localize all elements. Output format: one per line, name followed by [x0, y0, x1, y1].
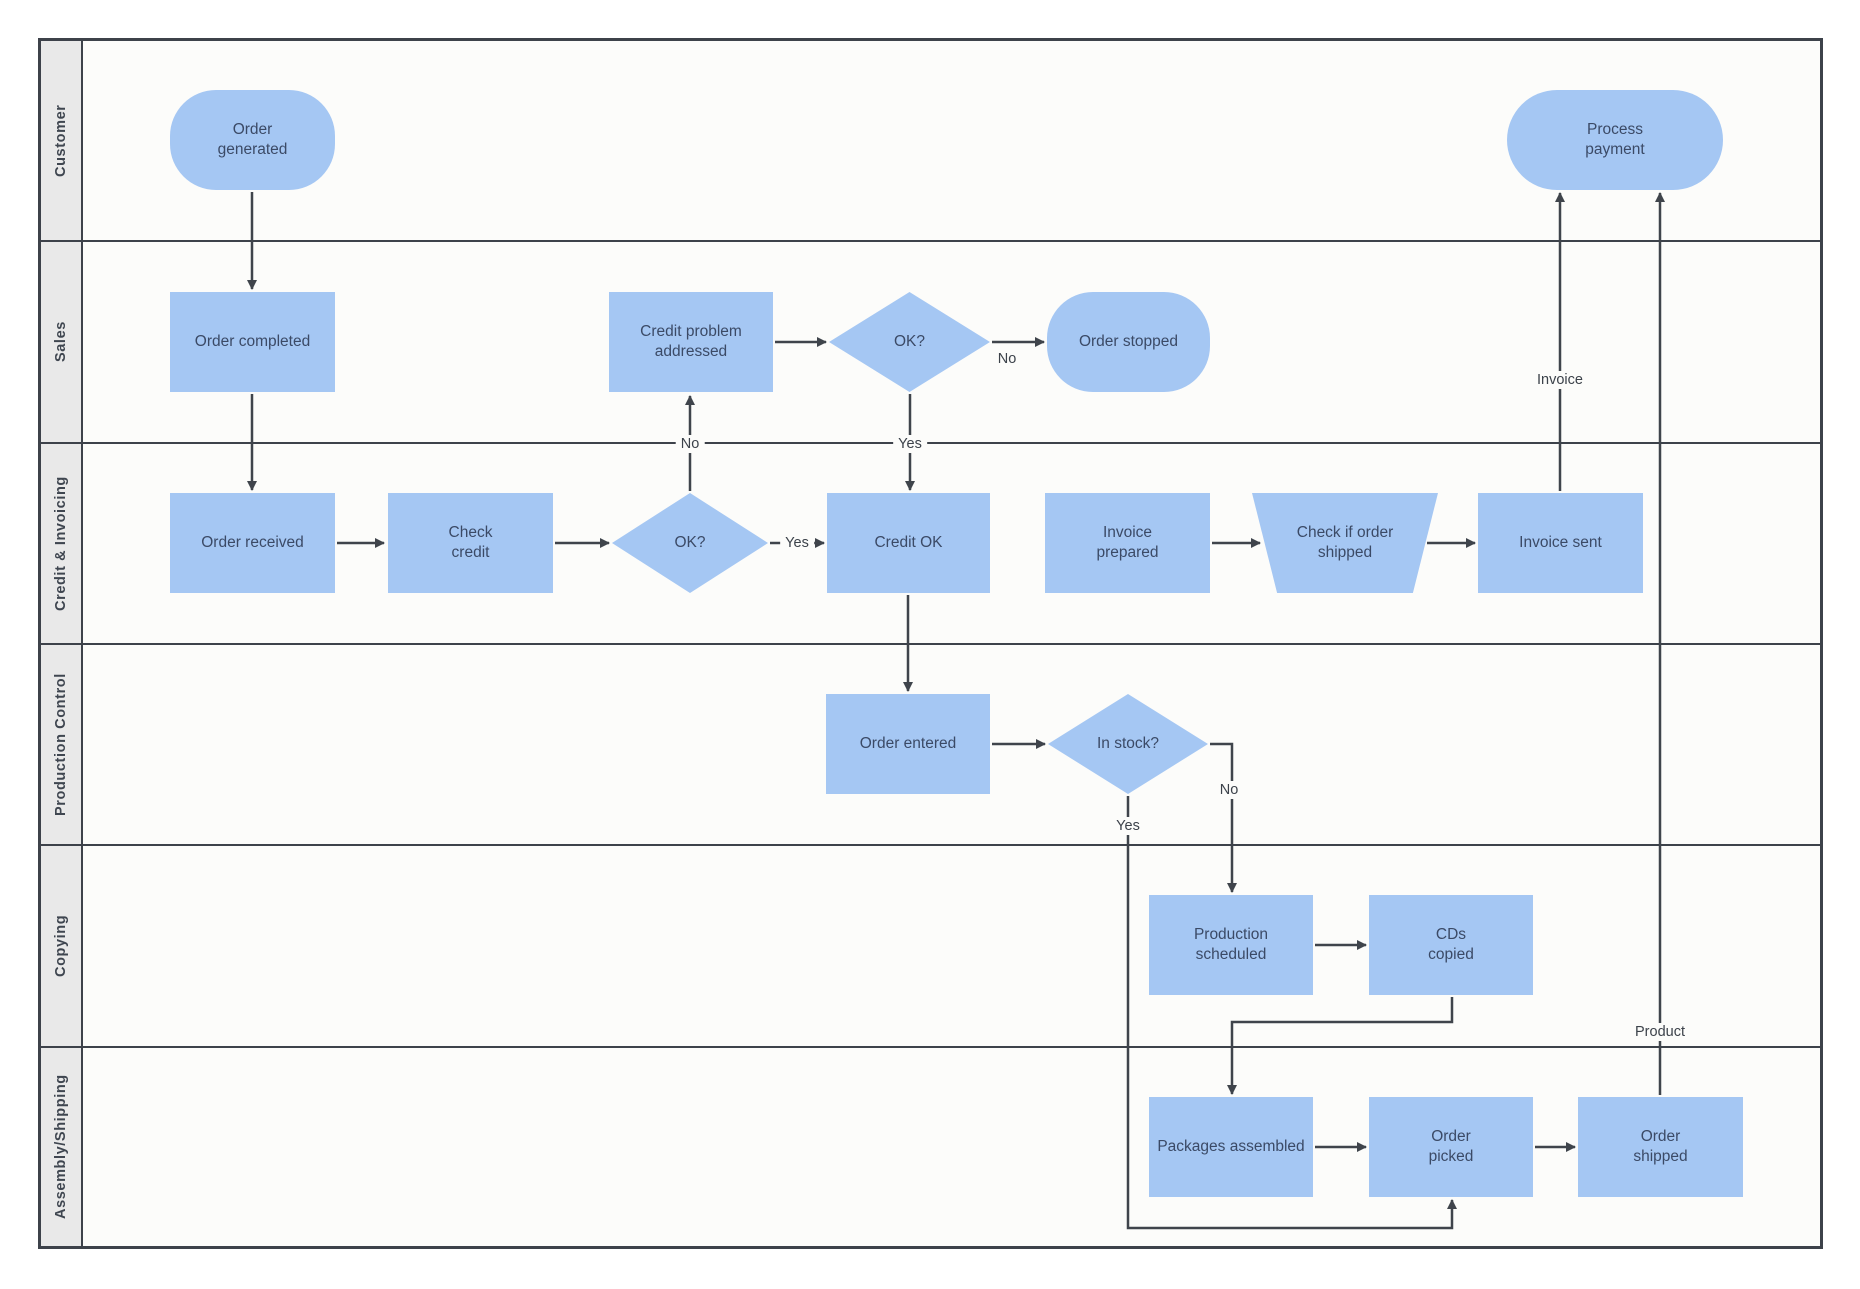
node-cds-copied: CDs copied: [1369, 895, 1533, 995]
node-invoice-prepared: Invoice prepared: [1045, 493, 1210, 593]
node-label: Production scheduled: [1193, 925, 1269, 963]
node-order-stopped: Order stopped: [1047, 292, 1210, 392]
node-label: Credit OK: [874, 533, 943, 551]
node-production-scheduled: Production scheduled: [1149, 895, 1313, 995]
edge-instock-yes-to-orderpicked: [1126, 796, 1457, 1230]
edge-label-yes: Yes: [893, 435, 927, 453]
node-label: Process payment: [1585, 120, 1645, 158]
node-label: Order picked: [1428, 1127, 1474, 1165]
node-credit-problem-addressed: Credit problem addressed: [609, 292, 773, 392]
node-label: Packages assembled: [1157, 1137, 1305, 1155]
lane-label-copying: Copying: [53, 914, 69, 978]
node-label: Order stopped: [1078, 332, 1179, 350]
node-order-completed: Order completed: [170, 292, 335, 392]
lane-label-production-control: Production Control: [53, 673, 69, 816]
node-label: Check credit: [448, 523, 493, 561]
node-ok-decision-credit-label: OK?: [612, 493, 768, 593]
node-label: OK?: [893, 333, 925, 350]
node-check-credit: Check credit: [388, 493, 553, 593]
lane-label-customer: Customer: [53, 104, 69, 177]
node-label: OK?: [674, 534, 706, 551]
node-label: Order received: [201, 533, 304, 551]
edge-label-invoice: Invoice: [1532, 371, 1588, 389]
node-order-entered: Order entered: [826, 694, 990, 794]
node-label: Credit problem addressed: [640, 322, 742, 360]
lane-label-credit-invoicing: Credit & Invoicing: [53, 476, 69, 611]
node-label: Invoice prepared: [1096, 523, 1159, 561]
node-label: Order entered: [859, 734, 957, 752]
edge-label-no: No: [675, 435, 705, 453]
node-process-payment: Process payment: [1507, 90, 1723, 190]
node-label: CDs copied: [1428, 925, 1474, 963]
node-packages-assembled: Packages assembled: [1149, 1097, 1313, 1197]
edge-cdscopied-to-packages: [1227, 997, 1454, 1095]
node-ok-decision-sales-label: OK?: [829, 292, 990, 392]
node-check-if-order-shipped: Check if order shipped: [1252, 493, 1438, 593]
edge-label-no: No: [1214, 781, 1244, 799]
node-order-picked: Order picked: [1369, 1097, 1533, 1197]
edge-label-yes: Yes: [1111, 817, 1145, 835]
node-label: Order shipped: [1633, 1127, 1688, 1165]
edge-label-yes: Yes: [780, 534, 814, 552]
node-label: Order completed: [194, 332, 311, 350]
lane-label-assembly-shipping: Assembly/Shipping: [53, 1074, 69, 1220]
node-order-generated: Order generated: [170, 90, 335, 190]
node-label: In stock?: [1096, 735, 1160, 752]
edge-label-product: Product: [1630, 1023, 1690, 1041]
node-order-shipped: Order shipped: [1578, 1097, 1743, 1197]
lane-label-sales: Sales: [53, 321, 69, 363]
node-credit-ok: Credit OK: [827, 493, 990, 593]
node-in-stock-decision-label: In stock?: [1048, 694, 1208, 794]
pool-frame: [38, 38, 1823, 1249]
edge-label-no: No: [997, 351, 1017, 367]
edge-instock-no-to-production: [1210, 742, 1237, 893]
node-order-received: Order received: [170, 493, 335, 593]
node-label: Invoice sent: [1519, 533, 1602, 551]
node-invoice-sent: Invoice sent: [1478, 493, 1643, 593]
node-label: Order generated: [217, 120, 288, 158]
node-label: Check if order shipped: [1296, 523, 1394, 561]
